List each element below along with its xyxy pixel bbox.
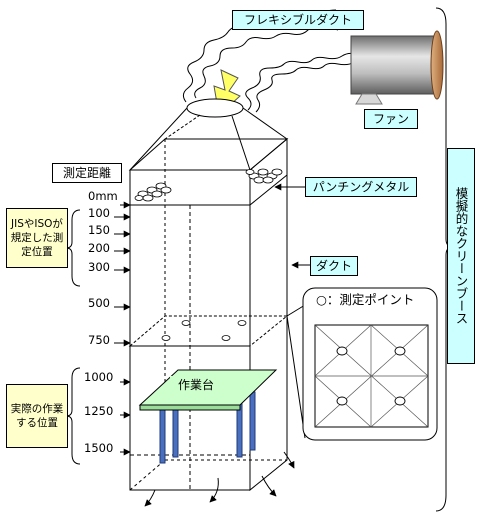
distance-1500: 1500: [84, 441, 114, 455]
leader-lines: [274, 183, 310, 439]
punching-metal-label: パンチングメタル: [305, 177, 417, 197]
duct-label: ダクト: [310, 256, 358, 276]
distance-300: 300: [88, 260, 110, 274]
workbench-label: 作業台: [170, 376, 222, 394]
duct-box: [128, 98, 289, 492]
fan-label: ファン: [364, 109, 418, 129]
distance-ticks: [114, 201, 131, 456]
actual-work-note: 実際の作業する位置: [6, 384, 68, 448]
clean-booth-label: 模擬的なクリーンブース: [447, 148, 475, 364]
distance-1000: 1000: [84, 370, 114, 384]
punching-metal-holes: [134, 168, 283, 202]
distance-1250: 1250: [84, 404, 114, 418]
measurement-distance-label: 測定距離: [52, 163, 122, 183]
exhaust-arrows: [144, 451, 295, 507]
measurement-point-legend: ○：測定ポイント: [316, 292, 415, 307]
distance-0mm: 0mm: [88, 189, 118, 203]
fan-drawing: [350, 30, 444, 105]
distance-100: 100: [88, 206, 110, 220]
distance-750: 750: [88, 333, 110, 347]
distance-500: 500: [88, 296, 110, 310]
jis-iso-note: JISやISOが規定した測定位置: [6, 208, 68, 268]
distance-200: 200: [88, 241, 110, 255]
distance-150: 150: [88, 223, 110, 237]
flexible-duct-label: フレキシブルダクト: [232, 10, 364, 30]
legend-panel: [302, 287, 438, 441]
measurement-points-750: [161, 320, 247, 341]
